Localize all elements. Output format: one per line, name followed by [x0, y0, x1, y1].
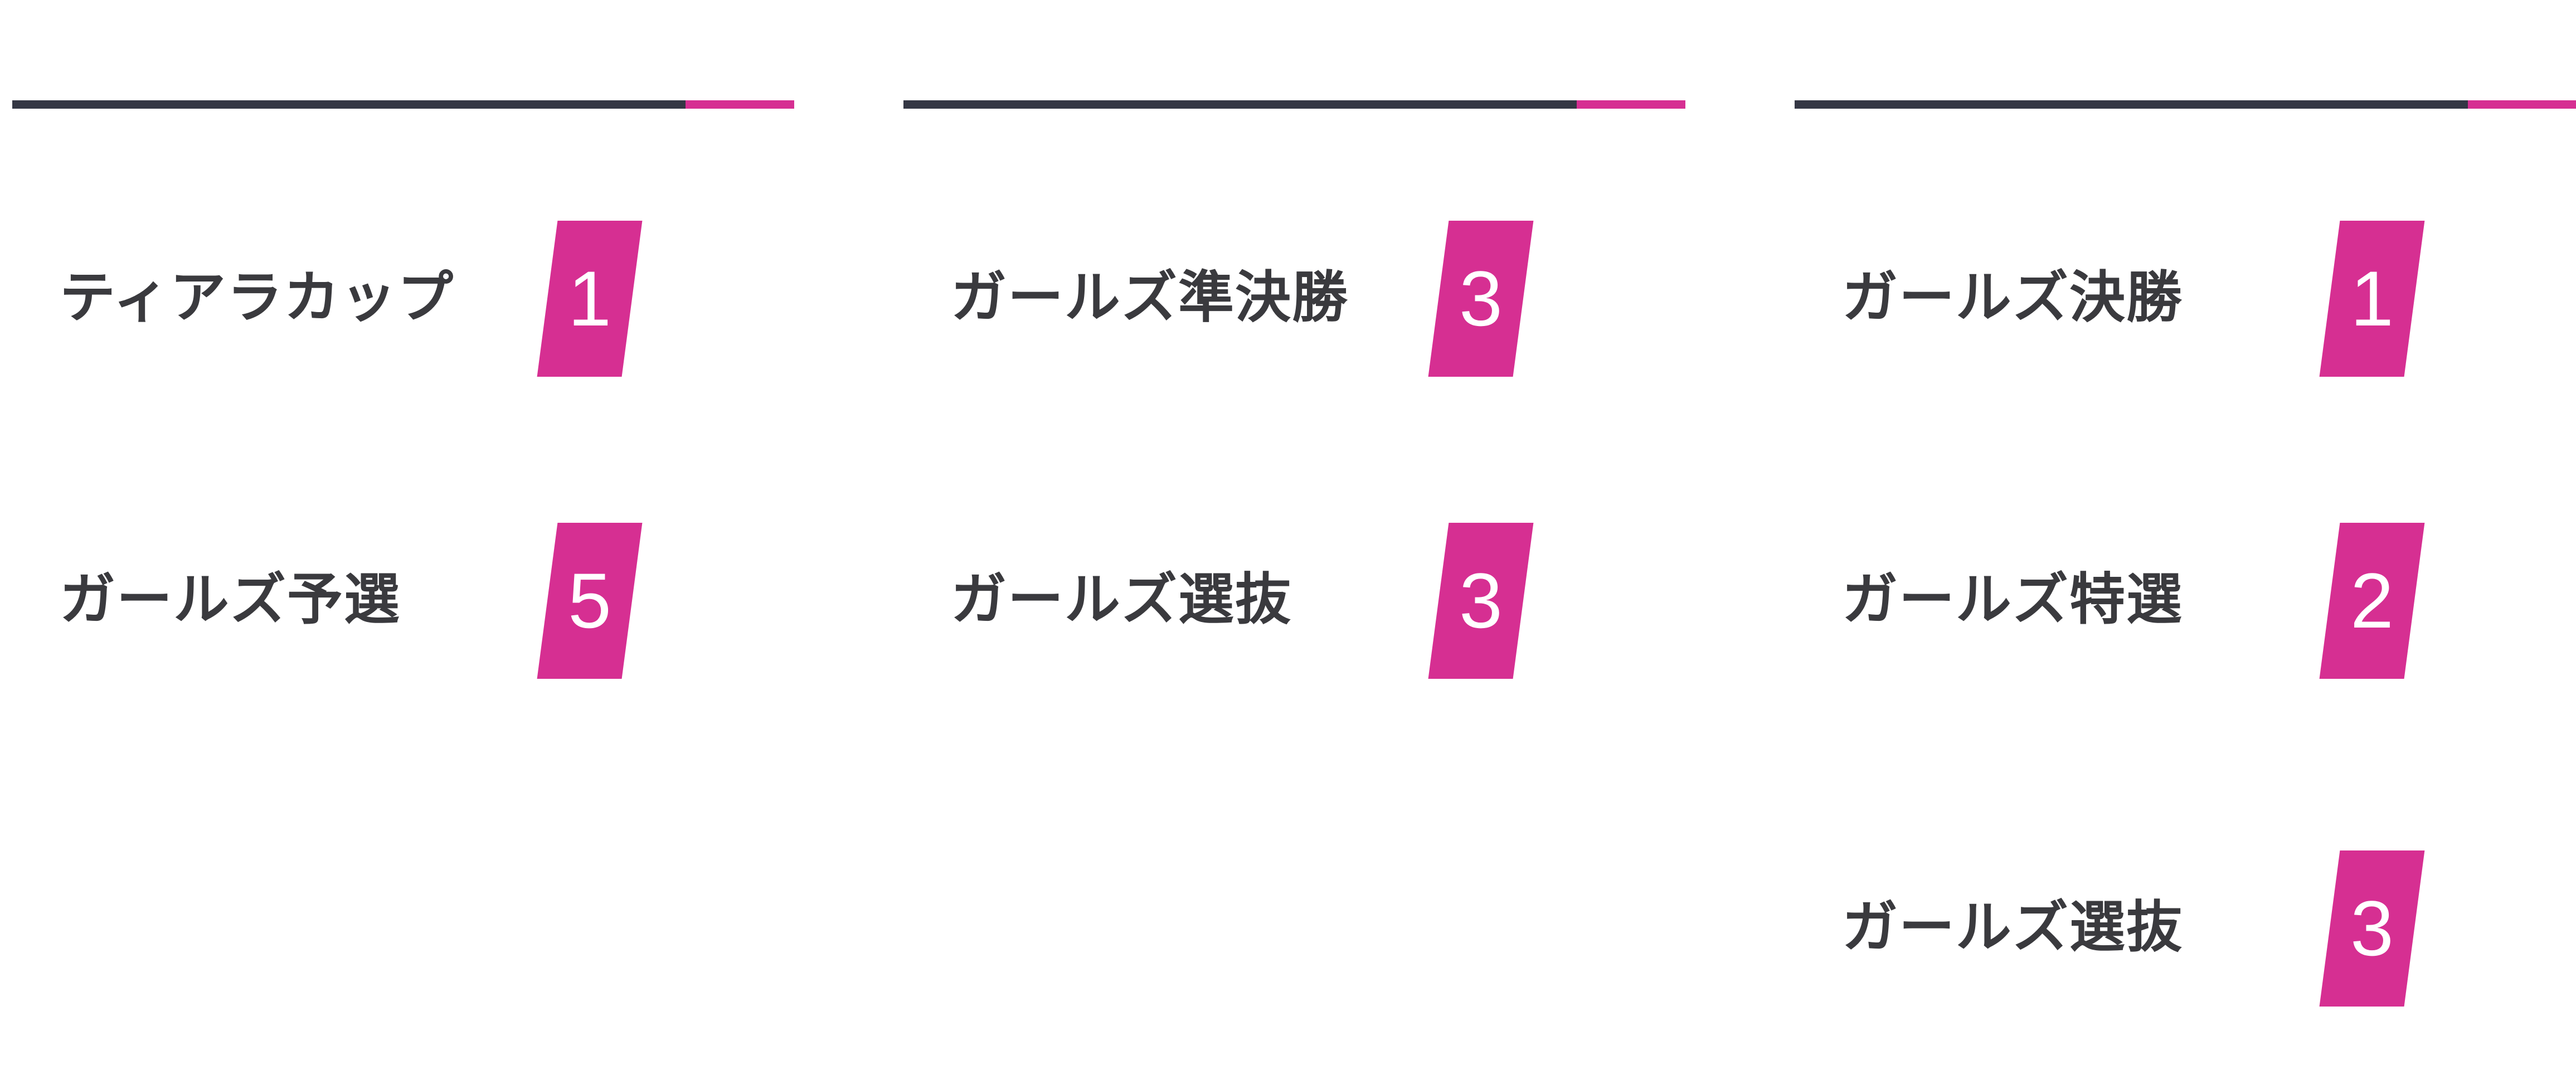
list-item: ティアラカップ 1	[12, 221, 794, 377]
rule-pink-segment	[1577, 100, 1685, 109]
race-label: ガールズ予選	[60, 568, 401, 631]
race-label: ガールズ決勝	[1842, 266, 2183, 329]
badge-count: 3	[1459, 557, 1503, 644]
count-badge: 5	[537, 523, 643, 679]
list-item: ガールズ選抜 3	[1795, 850, 2576, 1007]
list-item: ガールズ準決勝 3	[903, 221, 1685, 377]
column-2: ガールズ準決勝 3 ガールズ選抜 3	[903, 0, 1685, 1084]
list-item: ガールズ予選 5	[12, 523, 794, 679]
count-badge: 1	[2319, 221, 2425, 377]
header-rule	[903, 100, 1685, 109]
race-label: ガールズ選抜	[1842, 896, 2183, 959]
column-1: ティアラカップ 1 ガールズ予選 5	[12, 0, 794, 1084]
count-badge: 3	[1428, 221, 1534, 377]
list-item: ガールズ特選 2	[1795, 523, 2576, 679]
header-rule	[1795, 100, 2576, 109]
count-badge: 3	[2319, 850, 2425, 1007]
rule-dark-segment	[1795, 100, 2468, 109]
badge-count: 3	[1459, 255, 1503, 342]
badge-count: 1	[2350, 255, 2394, 342]
rule-pink-segment	[2468, 100, 2576, 109]
rule-dark-segment	[12, 100, 686, 109]
race-label: ガールズ選抜	[951, 568, 1292, 631]
count-badge: 2	[2319, 523, 2425, 679]
count-badge: 3	[1428, 523, 1534, 679]
header-rule	[12, 100, 794, 109]
rule-dark-segment	[903, 100, 1577, 109]
list-item: ガールズ決勝 1	[1795, 221, 2576, 377]
badge-count: 2	[2350, 557, 2394, 644]
rule-pink-segment	[686, 100, 794, 109]
count-badge: 1	[537, 221, 643, 377]
race-label: ガールズ準決勝	[951, 266, 1349, 329]
column-3: ガールズ決勝 1 ガールズ特選 2 ガールズ選抜 3	[1795, 0, 2576, 1084]
badge-count: 3	[2350, 884, 2394, 972]
list-item: ガールズ選抜 3	[903, 523, 1685, 679]
race-label: ガールズ特選	[1842, 568, 2183, 631]
badge-count: 5	[568, 557, 611, 644]
badge-count: 1	[568, 255, 611, 342]
race-label: ティアラカップ	[60, 266, 454, 329]
